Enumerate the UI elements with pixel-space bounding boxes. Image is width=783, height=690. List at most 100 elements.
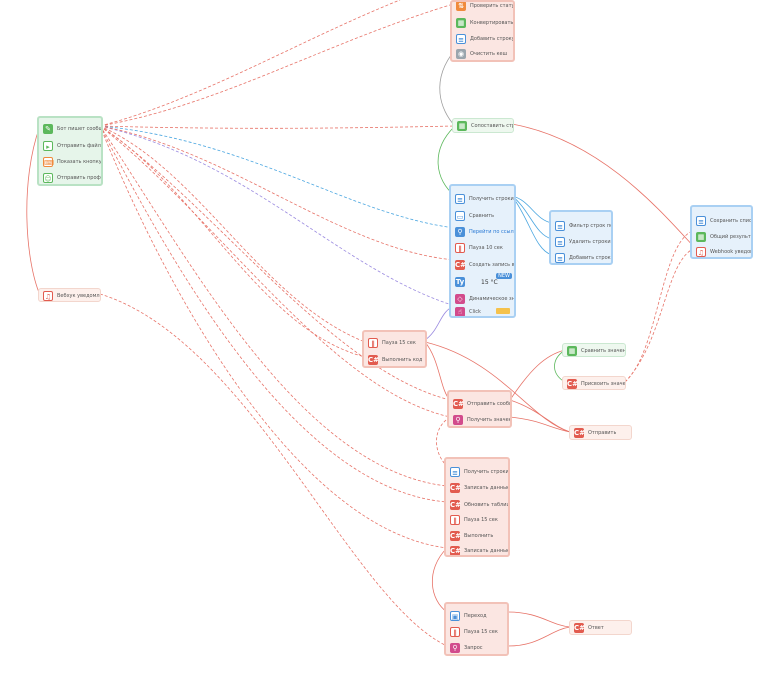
code-right-node[interactable]: C#Присвоить значение: [562, 376, 626, 390]
edge-bottom-code2: [507, 626, 571, 647]
start-item-label: Показать кнопку: [57, 159, 101, 165]
grid-icon: ▦: [567, 346, 577, 356]
blue-item-label: Создать запись в CRM: [469, 262, 514, 268]
doc-icon: ≡: [455, 194, 465, 204]
code-bottom-node[interactable]: C#Ответ: [569, 620, 632, 635]
window-icon: ▣: [450, 611, 460, 621]
blue-right-label: Webhook уведомление: [710, 249, 751, 255]
top-item-label: Очистить кеш: [470, 51, 508, 57]
bottom-label: Запрос: [464, 645, 483, 651]
link-icon: ⚲: [453, 415, 463, 425]
click-icon: ☝: [455, 307, 465, 316]
pause-icon: ∥: [368, 338, 378, 348]
code-icon: C#: [567, 379, 579, 389]
start-node[interactable]: ✎Бот пишет сообщение ▸Отправить файл ⌨По…: [37, 116, 103, 186]
code-icon: C#: [450, 500, 462, 510]
edge-start-bigred2: [99, 125, 448, 503]
top-item-label: Добавить строку: [470, 36, 513, 42]
big-red-label: Пауза 15 сек: [464, 517, 498, 523]
grid-icon: ▦: [456, 18, 466, 28]
file-send-icon: ▸: [43, 141, 53, 151]
tag-value: 15 °C: [481, 278, 498, 286]
red-mid-label: Получить значение: [467, 417, 510, 423]
blue-item-label: Сравнить: [469, 213, 495, 219]
big-red-node[interactable]: ≡Получить строки C#Записать данные C#Обн…: [444, 457, 510, 557]
edge-redmid-far: [509, 399, 571, 433]
code-icon: C#: [453, 399, 465, 409]
red-mid-node[interactable]: C#Отправить сообщение ⚲ Получить значение: [447, 390, 512, 428]
blue-mid-label: Добавить строку: [569, 255, 611, 261]
doc-icon: ≡: [450, 467, 460, 477]
big-red-label: Записать данные: [464, 485, 508, 491]
blue-right-node[interactable]: ≡Сохранить список ▦Общий результат ♫Webh…: [690, 205, 753, 259]
grid-icon: ▦: [457, 121, 467, 131]
code-right-label: Присвоить значение: [581, 381, 625, 387]
edge-coderight-blueright: [624, 229, 696, 383]
edge-start-bigred1: [99, 125, 448, 487]
code-icon: C#: [450, 483, 462, 493]
edge-start-pause: [99, 125, 366, 343]
blue-main-node[interactable]: ≡ Получить строки из таблицы ▭ Сравнить ⚲ П…: [449, 184, 516, 318]
code-icon: C#: [455, 260, 467, 270]
bottom-label: Переход: [464, 613, 487, 619]
blue-mid-node[interactable]: ≡ Фильтр строк по значению ≡ Удалить строк…: [549, 210, 613, 265]
grid-node-label: Сопоставить строки: [471, 123, 513, 129]
edge-bottom-code1: [507, 611, 571, 628]
code-icon: C#: [450, 546, 462, 555]
pause-node-label: Пауза 15 сек: [382, 340, 416, 346]
edge-start-pause2: [99, 125, 366, 358]
bell-icon: ♫: [696, 247, 706, 257]
code-far-label: Отправить: [588, 430, 617, 436]
edge-start-purple: [99, 125, 456, 307]
start-item-label: Отправить файл: [57, 143, 101, 149]
start-item-label: Бот пишет сообщение: [57, 126, 101, 132]
blue-item-label: Пауза 10 сек: [469, 245, 503, 251]
link-icon: ⚲: [450, 643, 460, 653]
bottom-node[interactable]: ▣Переход ∥Пауза 15 сек ⚲Запрос: [444, 602, 509, 656]
big-red-label: Получить строки: [464, 469, 508, 475]
grid-right-node[interactable]: ▦ Сравнить значения: [562, 343, 626, 357]
pause-node[interactable]: ∥ Пауза 15 сек C#Выполнить код: [362, 330, 427, 368]
code-bottom-label: Ответ: [588, 625, 604, 631]
code-icon: C#: [368, 355, 380, 365]
grid-icon: ▦: [696, 232, 706, 242]
doc-icon: ≡: [555, 221, 565, 231]
user-icon: ☺: [43, 173, 53, 183]
blue-right-label: Общий результат: [710, 234, 751, 240]
pause-node-label: Выполнить код: [382, 357, 423, 363]
compare-icon: ▭: [455, 211, 465, 221]
code-far-node[interactable]: C#Отправить: [569, 425, 632, 440]
blue-item-label[interactable]: Перейти по ссылке: [469, 229, 514, 235]
top-item-label: Проверить статус: [470, 3, 513, 9]
doc-icon: ≡: [555, 237, 565, 247]
big-red-label: Выполнить: [464, 533, 494, 539]
edge-start-redmid2: [99, 125, 451, 418]
bell-left-node[interactable]: ♫Вебхук уведомление: [38, 288, 101, 302]
blue-mid-label: Удалить строки из таблицы: [569, 239, 611, 245]
click-badge: [496, 308, 510, 314]
edge-start-crm: [99, 125, 456, 261]
link-icon: ⚲: [455, 227, 465, 237]
red-mid-label: Отправить сообщение: [467, 401, 510, 407]
pause-icon: ∥: [455, 243, 465, 253]
blue-item-label: Получить строки из таблицы: [469, 196, 514, 202]
edge-start-grid: [99, 125, 456, 129]
code-icon: C#: [450, 531, 462, 541]
edge-start-top-1: [99, 0, 401, 127]
grid-node[interactable]: ▦ Сопоставить строки: [452, 118, 514, 133]
top-node[interactable]: ⇅Проверить статус ▦Конвертировать время …: [450, 0, 515, 62]
code-icon: C#: [574, 623, 586, 633]
tag-icon: Ty: [455, 277, 465, 287]
blue-right-label: Сохранить список: [710, 218, 751, 224]
grid-right-label: Сравнить значения: [581, 348, 625, 354]
pause-icon: ∥: [450, 515, 460, 525]
sort-icon: ⇅: [456, 2, 466, 11]
pause-icon: ∥: [450, 627, 460, 637]
edge-blue-mid1: [511, 195, 553, 224]
pen-icon: ✎: [43, 124, 53, 134]
blue-mid-label: Фильтр строк по значению: [569, 223, 611, 229]
edge-redmid-gridright: [509, 349, 566, 401]
top-item-label: Конвертировать время: [470, 20, 513, 26]
new-badge: NEW: [496, 273, 512, 279]
